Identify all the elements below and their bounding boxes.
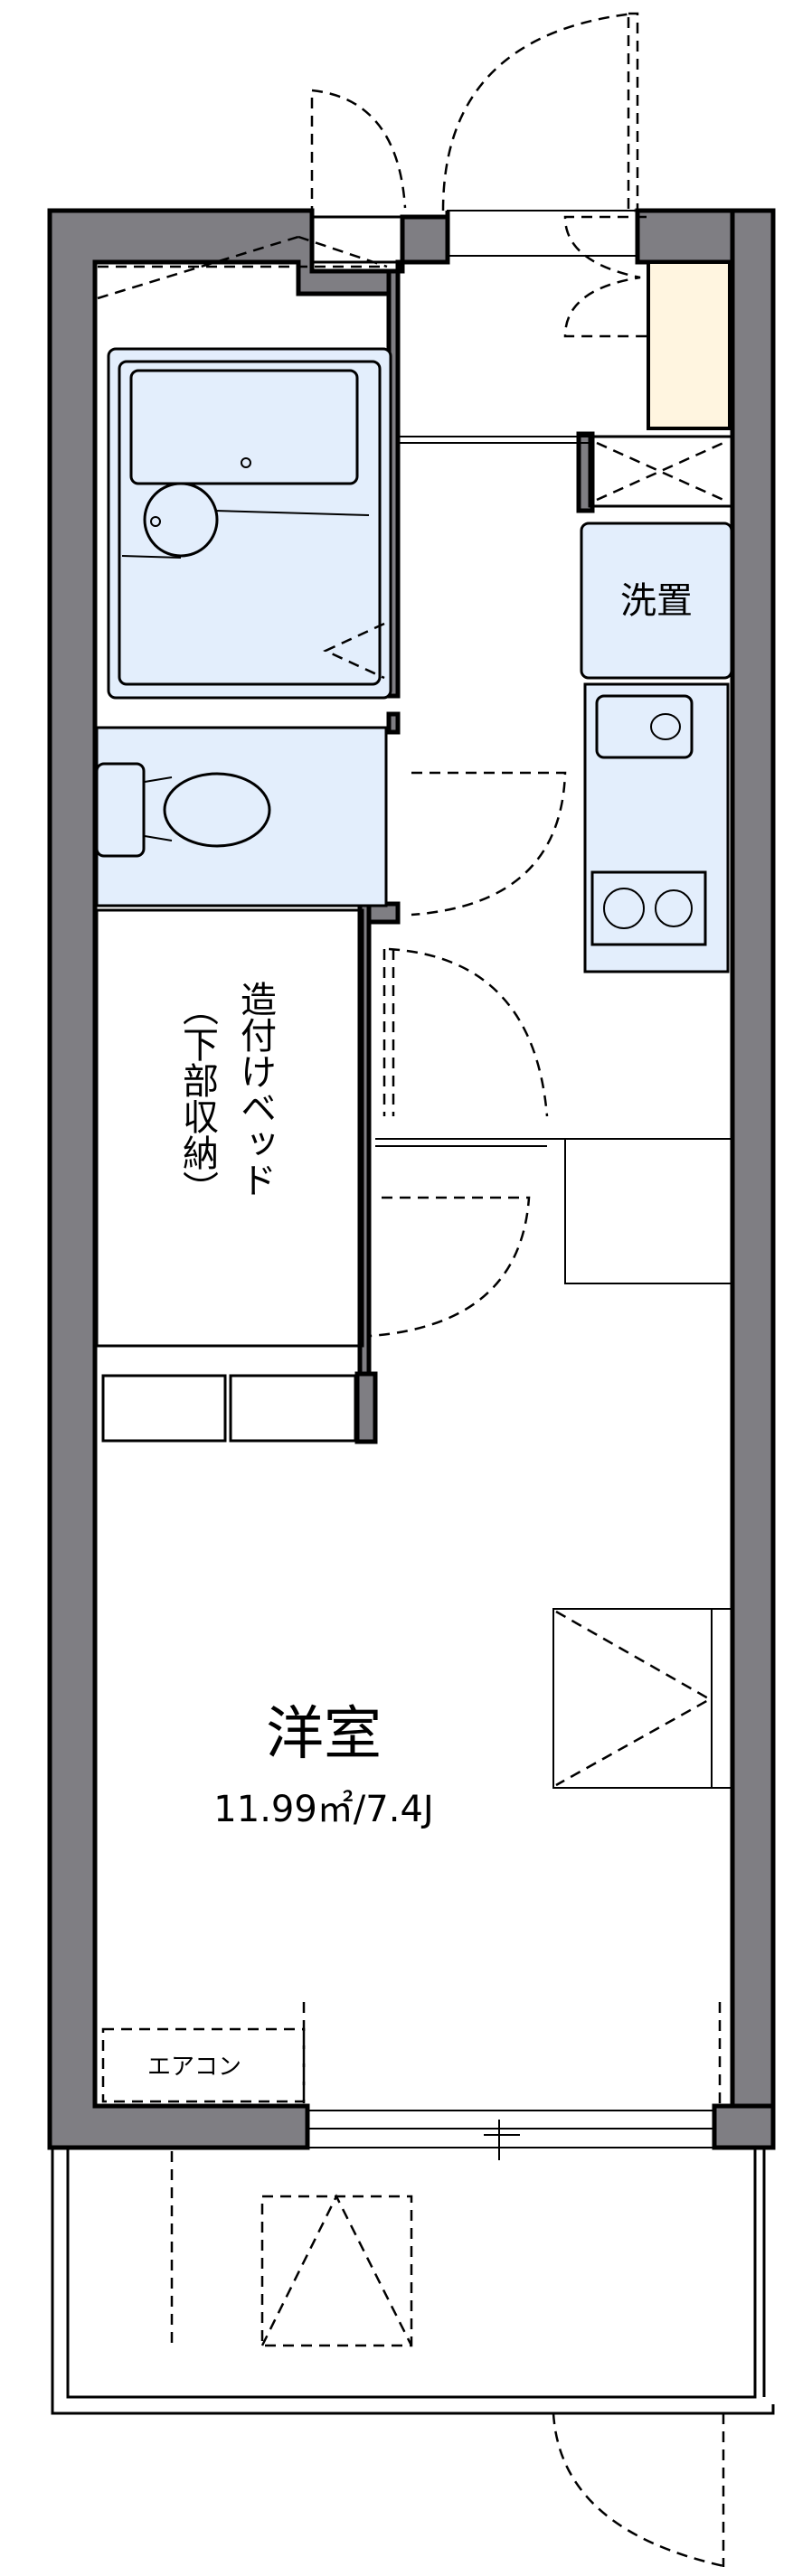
closet-right[interactable]: [229, 1374, 357, 1443]
hall-partition: [375, 1138, 732, 1147]
hall-door[interactable]: [382, 947, 549, 1117]
bed-sublabel: （下部収納）: [176, 990, 219, 1207]
balcony-window[interactable]: [302, 2002, 722, 2160]
built-in-bed: 造付けベッド （下部収納）: [95, 908, 364, 1348]
balcony-door: [552, 2412, 729, 2569]
washer-space: 洗置: [580, 522, 733, 680]
aircon: エアコン: [101, 2027, 306, 2103]
balcony: [51, 2148, 775, 2569]
entrance-door[interactable]: [441, 12, 639, 257]
kitchen: [583, 682, 730, 973]
entry-step: [398, 436, 590, 444]
bed-label: 造付けベッド: [234, 981, 276, 1198]
storage-cross: [97, 235, 388, 300]
storage-unit: [552, 1608, 733, 1789]
shoe-box-doors[interactable]: [563, 215, 647, 338]
walls: [47, 208, 776, 2150]
western-room: 洋室 11.99㎡/7.4J: [213, 1701, 433, 1830]
top-window: [310, 89, 407, 264]
storage-box: [588, 435, 733, 508]
aircon-label: エアコン: [147, 2054, 241, 2081]
closet-left[interactable]: [101, 1374, 227, 1443]
washer-label: 洗置: [620, 580, 693, 622]
unit-bath: [107, 347, 392, 700]
room-name: 洋室: [266, 1701, 382, 1768]
toilet-door[interactable]: [411, 771, 567, 917]
room-door[interactable]: [370, 1196, 531, 1338]
toilet: [95, 726, 388, 907]
shoe-box: [647, 260, 732, 430]
room-area: 11.99㎡/7.4J: [213, 1789, 433, 1830]
fridge-space: [564, 1138, 733, 1284]
